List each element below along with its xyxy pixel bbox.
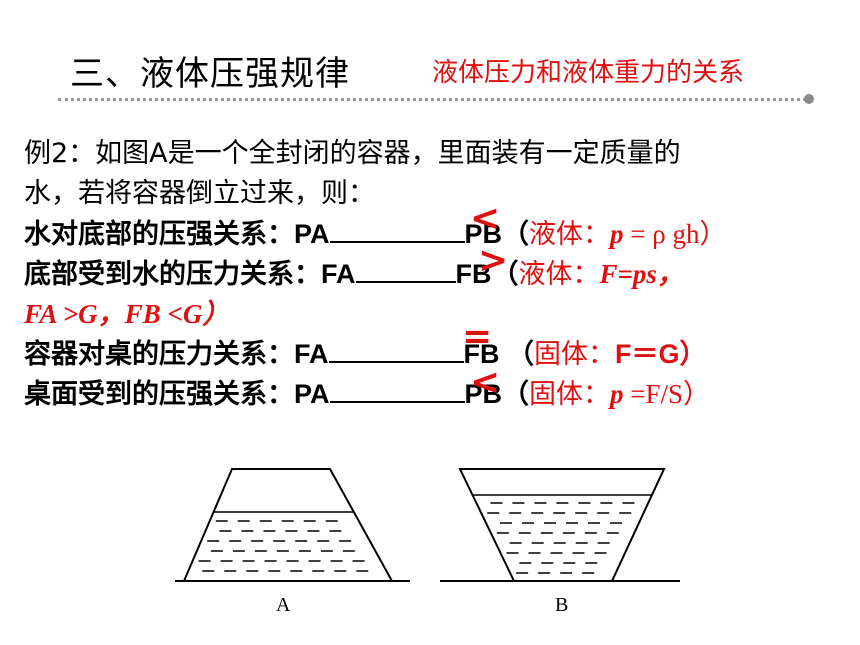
q2-note-label: 液体： <box>518 259 600 290</box>
q4-note-formula: p <box>610 379 624 409</box>
q3-prefix: 容器对桌的压力关系：FA <box>24 339 329 369</box>
figure-a-label: A <box>276 594 291 616</box>
q2-blank <box>355 257 456 283</box>
figure-a <box>175 468 410 582</box>
q4-answer: < <box>470 362 501 403</box>
figure-b-label: B <box>555 594 569 616</box>
q2-prefix: 底部受到水的压力关系：FA <box>24 259 356 289</box>
divider-end-dot <box>804 94 814 104</box>
q2-note-line-2: FA >G，FB <G） <box>24 299 230 329</box>
q1-note-label: 液体： <box>529 219 611 250</box>
container-b-outline <box>458 468 666 582</box>
q1-blank <box>329 217 465 243</box>
q1-answer: < <box>470 198 501 239</box>
q1-note-formula: p <box>610 219 624 249</box>
q4-note-rest: =F/S） <box>623 379 711 409</box>
q3-blank <box>328 337 464 363</box>
q3-suffix: FB （ <box>463 339 535 369</box>
dotted-divider <box>58 98 806 101</box>
q4-suffix: PB（ <box>464 379 530 409</box>
question-3: 容器对桌的压力关系：FA FB （固体：F＝G） <box>24 334 707 375</box>
q2-note-formula: F=ps， <box>599 259 684 289</box>
q4-prefix: 桌面受到的压强关系：PA <box>24 379 330 409</box>
q1-prefix: 水对底部的压强关系：PA <box>24 219 330 249</box>
q2-answer: > <box>478 240 509 281</box>
page-title: 三、液体压强规律 <box>70 54 350 94</box>
q3-answer: = <box>462 316 493 357</box>
q4-note-label: 固体： <box>529 379 611 410</box>
q2-suffix: FB（ <box>455 259 519 289</box>
page-subtitle: 液体压力和液体重力的关系 <box>432 58 745 88</box>
water-dashes-b <box>487 502 635 574</box>
q3-note-formula: F＝G） <box>615 339 707 369</box>
problem-intro-line-2: 水，若将容器倒立过来，则： <box>24 178 375 209</box>
question-1: 水对底部的压强关系：PA PB（液体：p = ρ gh） <box>24 214 726 255</box>
q4-blank <box>329 377 465 403</box>
water-dashes-a <box>198 520 369 572</box>
q1-suffix: PB（ <box>464 219 530 249</box>
problem-intro-line-1: 例2：如图A是一个全封闭的容器，里面装有一定质量的 <box>24 138 681 169</box>
question-4: 桌面受到的压强关系：PA PB（固体：p =F/S） <box>24 374 710 415</box>
figure-b <box>440 468 680 582</box>
q1-note-rest: = ρ gh） <box>623 219 727 249</box>
container-a-outline <box>182 468 394 582</box>
q3-note-label: 固体： <box>534 339 616 370</box>
question-2: 底部受到水的压力关系：FA FB（液体：F=ps， <box>24 254 684 295</box>
